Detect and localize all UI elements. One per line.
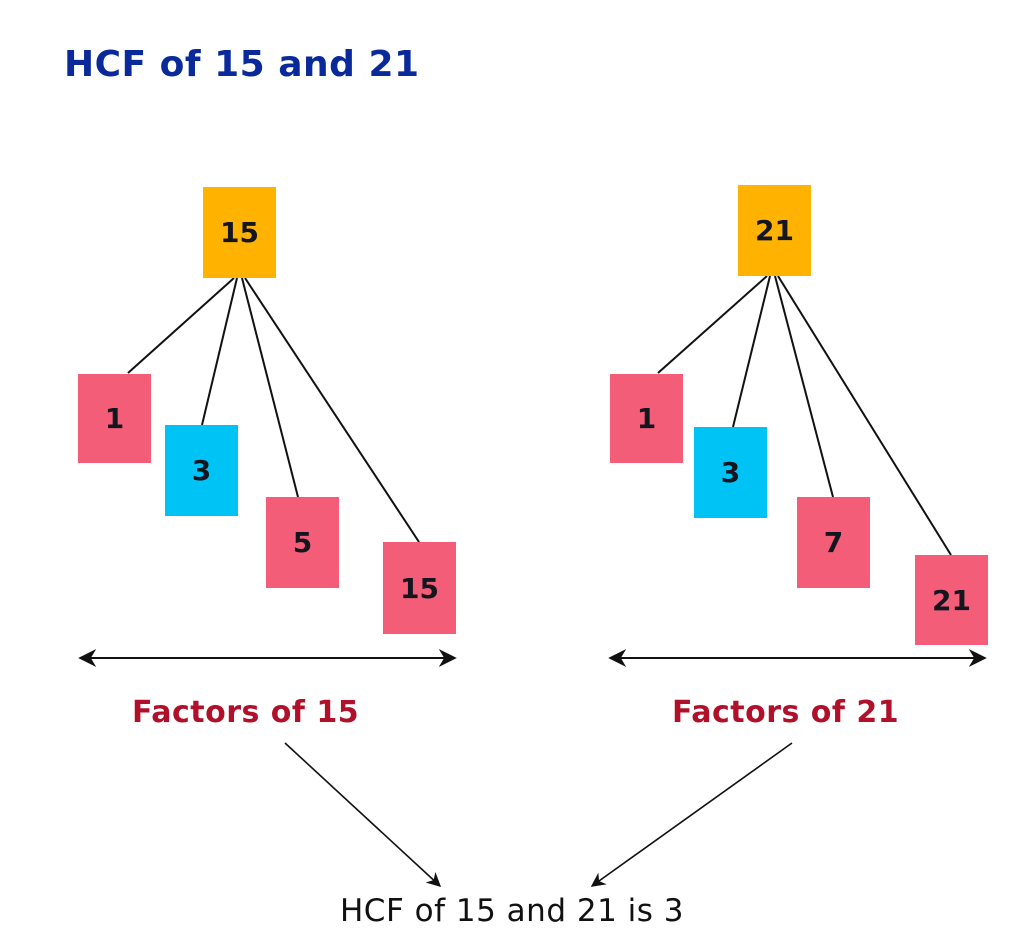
factor-value: 1 <box>636 402 657 435</box>
common-factor-box: 3 <box>165 425 238 516</box>
factor-value: 3 <box>191 454 212 487</box>
root-value: 15 <box>220 216 259 249</box>
factor-value: 5 <box>292 526 313 559</box>
factor-box: 15 <box>383 542 456 634</box>
factor-box: 1 <box>78 374 151 463</box>
factor-value: 3 <box>720 456 741 489</box>
factor-box: 5 <box>266 497 339 588</box>
factor-value: 15 <box>400 571 439 605</box>
factor-box: 1 <box>610 374 683 463</box>
factor-value: 21 <box>932 583 971 617</box>
factors-15-label: Factors of 15 <box>132 695 360 730</box>
factors-21-label: Factors of 21 <box>672 695 900 730</box>
root-box-21: 21 <box>738 185 811 276</box>
arrow-to-result-left <box>284 742 442 887</box>
hcf-result: HCF of 15 and 21 is 3 <box>340 893 684 929</box>
factor-value: 7 <box>823 526 844 559</box>
common-factor-box: 3 <box>694 427 767 518</box>
root-box-15: 15 <box>203 187 276 278</box>
factor-box: 21 <box>915 555 988 645</box>
tree-21-edges <box>657 275 952 556</box>
factor-box: 7 <box>797 497 870 588</box>
arrow-to-result-right <box>590 742 793 887</box>
factor-value: 1 <box>104 402 125 435</box>
tree-15-edges <box>127 277 420 543</box>
diagram-title: HCF of 15 and 21 <box>64 44 420 85</box>
root-value: 21 <box>755 214 794 247</box>
